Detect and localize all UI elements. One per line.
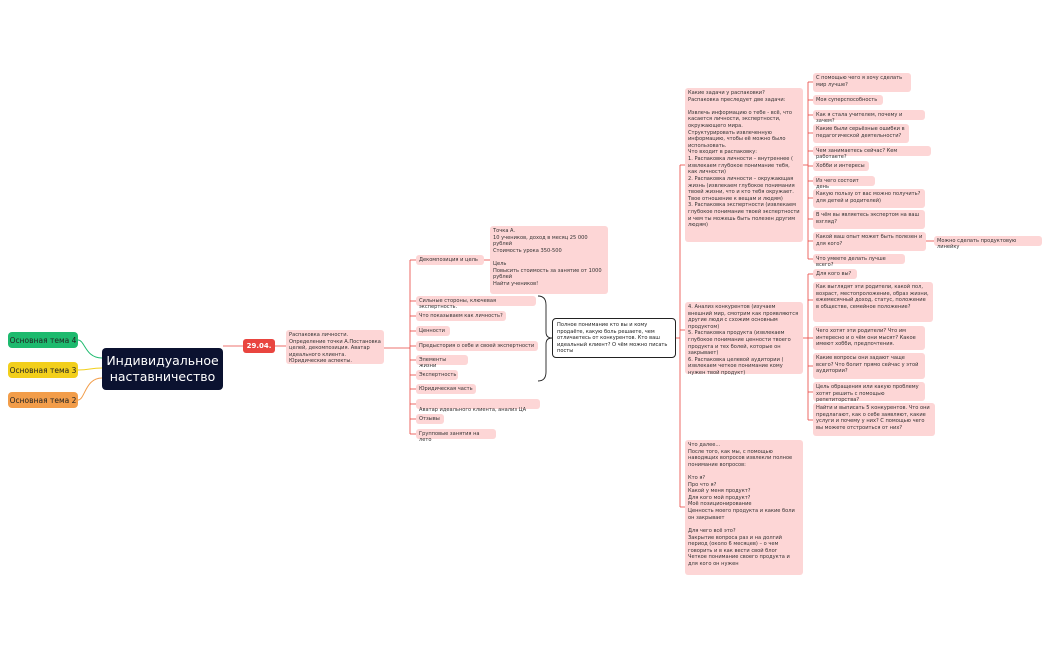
question-mistakes[interactable]: Какие были серьёзные ошибки в педагогиче… bbox=[813, 124, 909, 143]
branch-background[interactable]: Предыстория о себе и своей экспертности bbox=[416, 341, 538, 351]
branch-client-avatar-label: Аватар идеального клиента, анализ ЦА bbox=[419, 407, 527, 414]
audience-goal[interactable]: Цель обращения или какую проблему хотят … bbox=[813, 382, 925, 403]
topic-4[interactable]: Основная тема 4 bbox=[8, 332, 78, 348]
question-useful-experience[interactable]: Какой ваш опыт может быть полезен и для … bbox=[813, 232, 926, 251]
lesson-node[interactable]: Распаковка личности. Определение точки А… bbox=[286, 330, 384, 364]
branch-legal[interactable]: Юридическая часть bbox=[416, 384, 476, 394]
topic-2[interactable]: Основная тема 2 bbox=[8, 392, 78, 408]
branch-decomposition[interactable]: Декомпозиция и цель bbox=[416, 255, 484, 265]
question-became-teacher[interactable]: Как я стала учителем, почему и зачем? bbox=[813, 110, 925, 124]
branch-strengths[interactable]: Сильные стороны, ключевая экспертность. bbox=[416, 296, 536, 310]
next-steps-node[interactable]: Что далее... После того, как мы, с помощ… bbox=[685, 440, 803, 575]
question-best-skill[interactable]: Что умеете делать лучше всего? bbox=[813, 254, 905, 268]
product-line-node[interactable]: Можно сделать продуктовую линейку bbox=[934, 236, 1042, 250]
question-superpower[interactable]: Моя суперспособность bbox=[813, 95, 883, 105]
audience-for-whom[interactable]: Для кого вы? bbox=[813, 269, 857, 279]
question-hobbies[interactable]: Хобби и интересы bbox=[813, 161, 869, 171]
branch-personality[interactable]: Что показываем как личность? bbox=[416, 311, 506, 321]
branch-reviews[interactable]: Отзывы bbox=[416, 414, 444, 424]
branch-group-lessons[interactable]: Групповые занятия на лето bbox=[416, 429, 496, 443]
topic-3[interactable]: Основная тема 3 bbox=[8, 362, 78, 378]
question-current-work[interactable]: Чем занимаетесь сейчас? Кем работаете? bbox=[813, 146, 931, 160]
root-node[interactable]: Индивидуальное наставничество bbox=[102, 348, 223, 390]
branch-life-elements[interactable]: Элементы жизни bbox=[416, 355, 468, 369]
audience-competitors[interactable]: Найти и выписать 5 конкурентов. Что они … bbox=[813, 403, 935, 436]
question-make-world-better[interactable]: С помощью чего я хочу сделать мир лучше? bbox=[813, 73, 911, 92]
audience-appearance[interactable]: Как выглядят эти родители, какой пол, во… bbox=[813, 282, 933, 322]
question-benefit[interactable]: Какую пользу от вас можно получить? для … bbox=[813, 189, 925, 208]
question-daily-routine[interactable]: Из чего состоит день bbox=[813, 176, 875, 190]
date-node[interactable]: 29.04. bbox=[243, 339, 275, 353]
branch-values[interactable]: Ценности bbox=[416, 326, 450, 336]
audience-questions[interactable]: Какие вопросы они задают чаще всего? Что… bbox=[813, 353, 925, 379]
point-a-node[interactable]: Точка А. 10 учеников, доход в месяц 25 0… bbox=[490, 226, 608, 294]
unpacking-tasks-node[interactable]: Какие задачи у распаковки? Распаковка пр… bbox=[685, 88, 803, 242]
branch-client-avatar[interactable]: Аватар идеального клиента, анализ ЦА bbox=[416, 399, 540, 421]
audience-wants[interactable]: Чего хотят эти родители? Что им интересн… bbox=[813, 326, 925, 350]
question-expert-in[interactable]: В чём вы являетесь экспертом на ваш взгл… bbox=[813, 210, 925, 229]
analysis-node[interactable]: 4. Анализ конкурентов (изучаем внешний м… bbox=[685, 302, 803, 376]
branch-expertise[interactable]: Экспертность bbox=[416, 370, 458, 380]
center-summary-node[interactable]: Полное понимание кто вы и кому продаёте,… bbox=[552, 318, 676, 358]
